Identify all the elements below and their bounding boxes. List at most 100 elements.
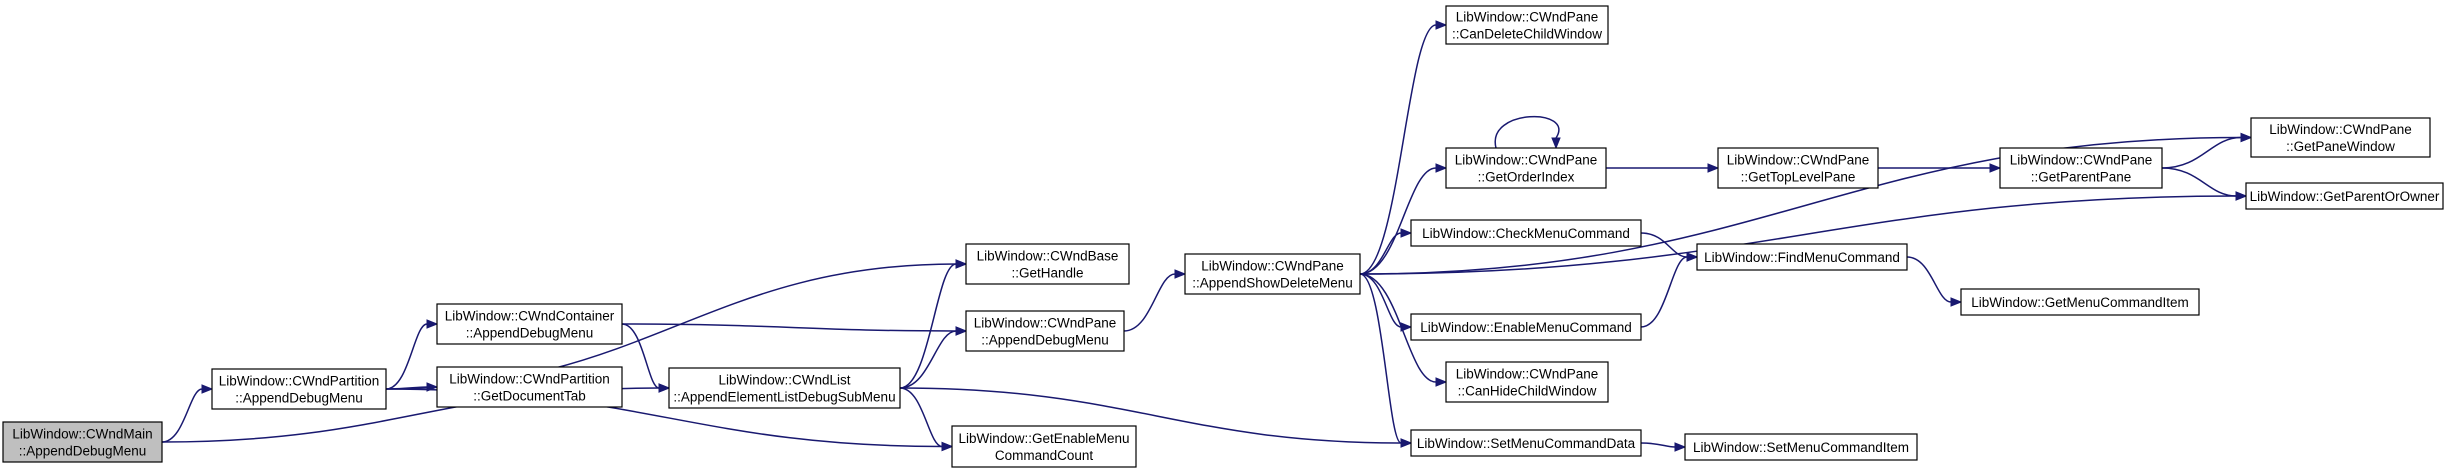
edge-line <box>1640 256 1688 328</box>
node-box <box>1999 147 2163 189</box>
edge-line <box>1359 195 2237 275</box>
edge-arrowhead <box>1400 438 1413 448</box>
edge-arrowhead <box>1950 297 1963 307</box>
node-label: ::GetOrderIndex <box>1478 170 1575 185</box>
node-box <box>436 303 623 345</box>
edge-arrowhead <box>1435 20 1448 30</box>
node-partition-doctab[interactable]: LibWindow::CWndPartition::GetDocumentTab <box>436 366 623 408</box>
edge-arrowhead <box>426 319 439 329</box>
node-label: LibWindow::CWndPane <box>2010 153 2153 168</box>
node-box <box>1410 313 1642 341</box>
edge-list-append-to-pane-append <box>899 326 968 389</box>
edge-line <box>899 387 943 448</box>
node-box <box>436 366 623 408</box>
node-get-item[interactable]: LibWindow::GetMenuCommandItem <box>1960 288 2200 316</box>
node-label: ::GetHandle <box>1011 266 1083 281</box>
node-label: LibWindow::CWndContainer <box>445 309 615 324</box>
edge-arrowhead <box>1686 252 1699 262</box>
node-base-handle[interactable]: LibWindow::CWndBase::GetHandle <box>965 243 1130 285</box>
edge-line <box>1494 115 1560 149</box>
node-label: LibWindow::CWndList <box>718 373 850 388</box>
edge-pane-order-to-pane-order <box>1494 115 1561 150</box>
edge-pane-append-to-pane-showdel <box>1123 269 1187 332</box>
node-pane-showdel[interactable]: LibWindow::CWndPane::AppendShowDeleteMen… <box>1184 253 1361 295</box>
node-pane-candelete[interactable]: LibWindow::CWndPane::CanDeleteChildWindo… <box>1445 5 1609 45</box>
edge-arrowhead <box>1551 137 1561 150</box>
edge-set-data-to-set-item <box>1640 442 1687 452</box>
edge-arrowhead <box>941 441 954 452</box>
node-set-data[interactable]: LibWindow::SetMenuCommandData <box>1410 429 1642 457</box>
node-box <box>965 310 1125 352</box>
node-label: ::GetTopLevelPane <box>1741 170 1856 185</box>
node-label: LibWindow::CWndPane <box>1455 153 1598 168</box>
edge-line <box>899 330 957 389</box>
edge-arrowhead <box>1435 377 1448 387</box>
edge-arrowhead <box>2240 132 2253 143</box>
edge-arrowhead <box>1435 163 1448 173</box>
node-box <box>1410 219 1642 247</box>
node-partition-append[interactable]: LibWindow::CWndPartition::AppendDebugMen… <box>211 368 387 410</box>
node-find-cmd[interactable]: LibWindow::FindMenuCommand <box>1696 243 1908 271</box>
node-label: ::AppendElementListDebugSubMenu <box>673 390 895 405</box>
edge-line <box>1359 232 1402 275</box>
node-box <box>2250 117 2431 158</box>
edge-main-append-to-partition-append <box>161 384 214 443</box>
edge-pane-showdel-to-pane-candelete <box>1359 20 1448 275</box>
node-box <box>951 425 1137 468</box>
node-main-append: LibWindow::CWndMain::AppendDebugMenu <box>2 421 163 463</box>
node-enable-cmd[interactable]: LibWindow::EnableMenuCommand <box>1410 313 1642 341</box>
node-box <box>1960 288 2200 316</box>
edge-line <box>1359 273 1437 383</box>
edge-enable-cmd-to-find-cmd <box>1640 252 1699 328</box>
node-label: LibWindow::FindMenuCommand <box>1704 250 1900 265</box>
edge-line <box>1359 273 1402 328</box>
node-label: LibWindow::CWndPartition <box>449 372 610 387</box>
node-label: ::GetDocumentTab <box>473 389 586 404</box>
edge-arrowhead <box>1674 442 1687 452</box>
call-nodes: LibWindow::CWndMain::AppendDebugMenu LibW… <box>2 5 2444 468</box>
edge-line <box>1359 136 2242 275</box>
node-pane-append[interactable]: LibWindow::CWndPane::AppendDebugMenu <box>965 310 1125 352</box>
node-label: CommandCount <box>995 448 1094 463</box>
node-pane-window[interactable]: LibWindow::CWndPane::GetPaneWindow <box>2250 117 2431 158</box>
node-box <box>1410 429 1642 457</box>
edge-pane-toplevel-to-pane-parent <box>1878 163 2002 173</box>
node-box <box>1445 5 1609 45</box>
edge-line <box>1359 24 1437 275</box>
edge-arrowhead <box>2235 191 2248 201</box>
node-check-cmd[interactable]: LibWindow::CheckMenuCommand <box>1410 219 1642 247</box>
node-box <box>2245 182 2444 210</box>
node-box <box>1184 253 1361 295</box>
node-pane-canhide[interactable]: LibWindow::CWndPane::CanHideChildWindow <box>1445 361 1609 403</box>
edge-arrowhead <box>1989 163 2002 173</box>
node-label: LibWindow::CWndPartition <box>219 374 380 389</box>
edge-line <box>2161 136 2242 169</box>
node-label: LibWindow::CWndPane <box>1456 367 1599 382</box>
edge-line <box>161 388 203 443</box>
edge-line <box>385 323 428 390</box>
edge-pane-order-to-pane-toplevel <box>1606 163 1720 173</box>
node-list-append[interactable]: LibWindow::CWndList::AppendElementListDe… <box>668 367 901 409</box>
edge-line <box>899 263 957 389</box>
node-label: LibWindow::GetParentOrOwner <box>2250 189 2440 204</box>
node-box <box>965 243 1130 285</box>
node-box <box>1445 147 1607 189</box>
node-set-item[interactable]: LibWindow::SetMenuCommandItem <box>1684 433 1918 461</box>
node-label: ::CanDeleteChildWindow <box>1452 27 1602 42</box>
edge-line <box>1359 273 1402 444</box>
node-label: LibWindow::CWndBase <box>977 249 1119 264</box>
node-label: LibWindow::SetMenuCommandData <box>1417 436 1636 451</box>
edge-line <box>1640 442 1676 448</box>
node-container-append[interactable]: LibWindow::CWndContainer::AppendDebugMen… <box>436 303 623 345</box>
node-pane-parent[interactable]: LibWindow::CWndPane::GetParentPane <box>1999 147 2163 189</box>
node-pane-order[interactable]: LibWindow::CWndPane::GetOrderIndex <box>1445 147 1607 189</box>
node-label: ::GetParentPane <box>2031 170 2132 185</box>
call-edges <box>161 20 2253 452</box>
node-label: ::AppendDebugMenu <box>235 391 363 406</box>
edge-line <box>1123 273 1176 332</box>
node-label: LibWindow::EnableMenuCommand <box>1420 320 1632 335</box>
node-parent-owner[interactable]: LibWindow::GetParentOrOwner <box>2245 182 2444 210</box>
node-pane-toplevel[interactable]: LibWindow::CWndPane::GetTopLevelPane <box>1717 147 1879 189</box>
